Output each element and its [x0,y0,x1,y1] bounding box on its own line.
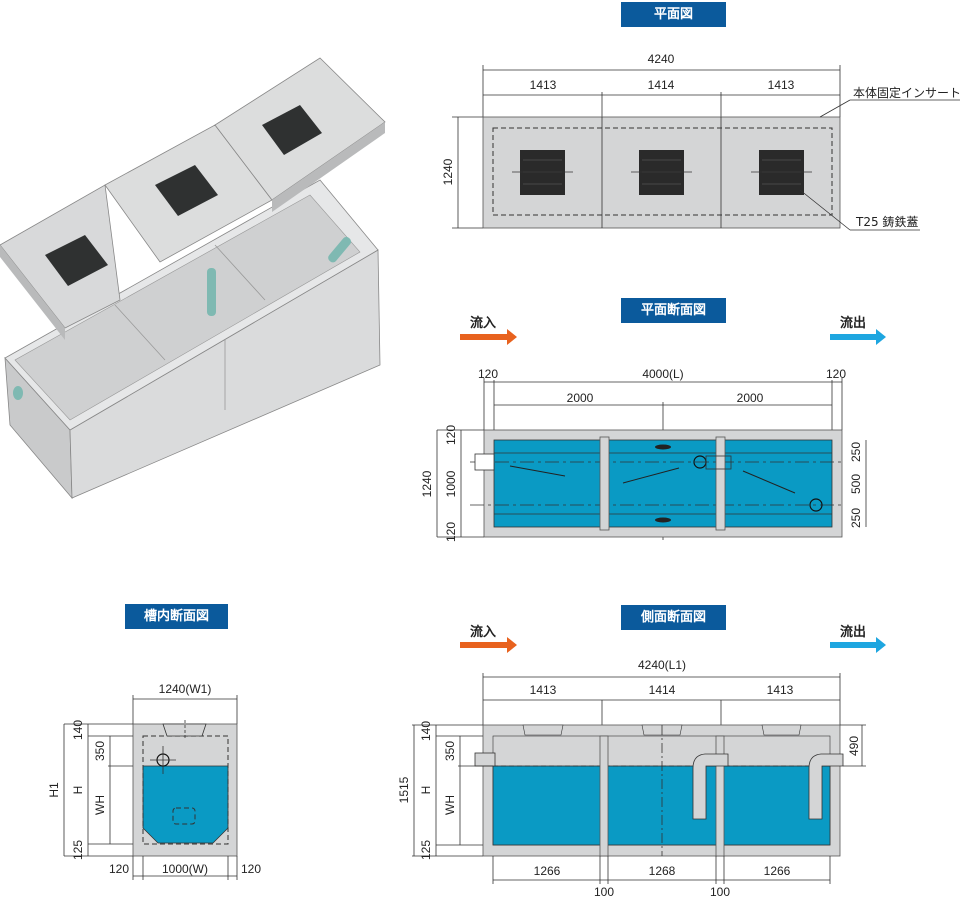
dim-wall-left: 120 [109,862,129,876]
cross-section-title: 槽内断面図 [125,604,228,629]
dim-chamber-2: 1268 [649,864,676,878]
cover-label: T25 鋳鉄蓋 [855,214,918,229]
dim-half-1: 2000 [567,391,594,405]
plan-view-title: 平面図 [621,2,726,27]
inlet-pipe [13,386,23,400]
dim-inner-width: 1000(W) [162,862,208,876]
dim-length: 4000(L) [642,367,683,381]
dim-bottom-slab: 125 [71,840,85,860]
partition-wall [599,735,609,857]
side-section-title: 側面断面図 [621,605,726,630]
transfer-pipe [692,753,729,820]
dim-top-slab: 140 [419,721,433,741]
cast-iron-cover-3 [262,105,322,155]
dim-width-total: 1240 [420,470,434,497]
dim-outer-width: 1240(W1) [159,682,212,696]
outflow-label: 流出 [840,624,866,640]
dim-partition-2: 100 [710,885,730,899]
side-section: 流入 流出 4240(L1) 1413 1414 1413 [397,624,886,899]
outflow-arrow-icon [830,637,886,653]
dim-chamber-1: 1266 [534,864,561,878]
dim-seg-3: 1413 [767,683,794,697]
inlet-pipe [474,752,496,767]
dim-bottom-slab: 125 [419,840,433,860]
dim-chamber-3: 1266 [764,864,791,878]
dim-outlet-depth: 490 [847,736,861,756]
cast-iron-cover-1 [45,235,108,286]
plan-total-dim: 4240 [648,52,675,66]
plan-section-title: 平面断面図 [621,298,726,323]
inlet-pipe [474,453,495,471]
dim-seg-2: 1414 [649,683,676,697]
dim-h1: H1 [47,782,61,798]
plan-section: 流入 流出 120 4000(L) 120 2000 2000 [420,315,886,542]
plan-view: 4240 1413 1414 1413 1240 本体固定インサート T25 鋳… [441,52,960,231]
dim-top-slab: 140 [71,720,85,740]
dim-pipe-offset-1: 250 [849,442,863,462]
dim-h: H [71,786,85,795]
plan-dim-2: 1414 [648,78,675,92]
plan-dim-1: 1413 [530,78,557,92]
cover-grate [520,150,565,195]
partition-wall [715,735,725,857]
dim-total-length: 4240(L1) [638,658,686,672]
dim-wh: WH [93,795,107,815]
outflow-label: 流出 [840,315,866,331]
cast-iron-cover-2 [155,165,218,216]
inflow-label: 流入 [470,315,496,331]
outlet-pipe [808,753,844,820]
dim-wh: WH [443,795,457,815]
dim-h: H [419,786,433,795]
dim-freeboard: 350 [93,741,107,761]
dim-wall-right: 120 [826,367,846,381]
dim-half-2: 2000 [737,391,764,405]
inflow-arrow-icon [460,329,517,345]
dim-wall-left: 120 [478,367,498,381]
dim-wall-bottom: 120 [444,522,458,542]
outflow-arrow-icon [830,329,886,345]
inflow-label: 流入 [470,624,496,640]
dim-pipe-offset-2: 250 [849,508,863,528]
dim-pipe-spacing: 500 [849,474,863,494]
inflow-arrow-icon [460,637,517,653]
dim-inner-width: 1000 [444,470,458,497]
cover-grate [639,150,684,195]
partition-wall [715,436,726,531]
dim-h1-1515: 1515 [397,776,411,803]
plan-dim-3: 1413 [768,78,795,92]
outlet-pipe [207,268,216,316]
outlet-pipe [809,498,823,512]
isometric-tank-illustration [0,57,386,500]
plan-height-dim: 1240 [441,158,455,185]
cover-grate [759,150,804,195]
dim-wall-right: 120 [241,862,261,876]
dim-seg-1: 1413 [530,683,557,697]
cross-section: 1240(W1) H1 140 H 125 350 WH 120 1000(W)… [47,682,261,880]
dim-freeboard: 350 [443,741,457,761]
cast-iron-covers [520,150,804,195]
partition-wall [599,436,610,531]
insert-label: 本体固定インサート [853,85,960,100]
dim-partition-1: 100 [594,885,614,899]
dim-wall-top: 120 [444,425,458,445]
